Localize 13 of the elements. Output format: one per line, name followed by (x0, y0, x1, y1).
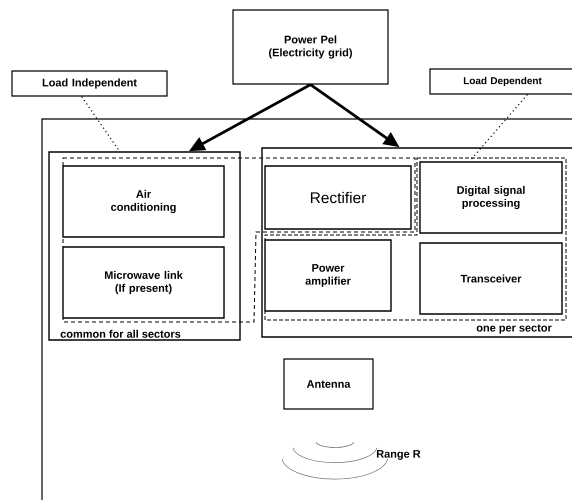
process-box: Microwave link (If present) (62, 246, 225, 319)
process-box: Transceiver (419, 242, 563, 315)
process-box: Air conditioning (62, 165, 225, 238)
callout-box: Load Independent (11, 70, 168, 97)
leader-line (81, 96, 120, 152)
process-box: Power amplifier (264, 239, 392, 312)
callout-box: Load Dependent (429, 68, 572, 95)
source-box: Power Pel (Electricity grid) (232, 9, 389, 85)
process-box: Digital signal processing (419, 161, 563, 234)
process-box: Antenna (283, 358, 374, 410)
leader-line (469, 94, 528, 162)
range-label: Range R (376, 450, 420, 460)
process-box: Rectifier (264, 165, 412, 230)
